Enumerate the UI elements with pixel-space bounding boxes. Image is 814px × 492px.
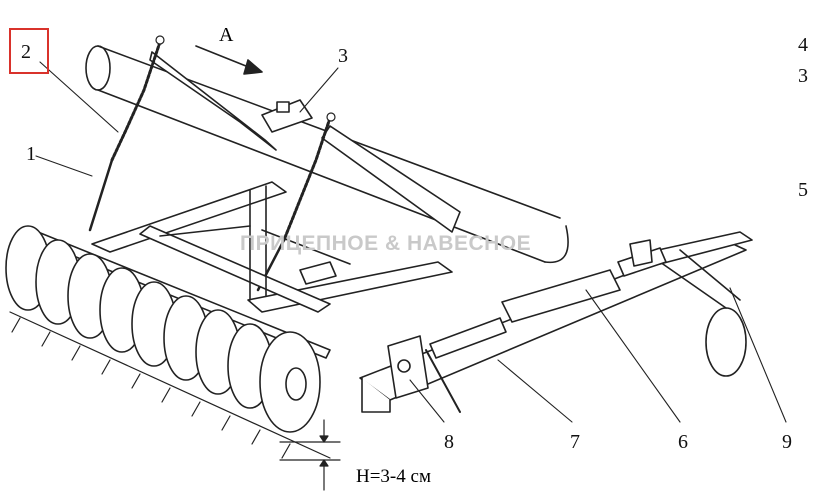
hitch-bracket [387, 335, 461, 413]
label-4-right: 4 [798, 34, 808, 56]
label-6: 6 [678, 431, 688, 453]
depth-label: H=3-4 см [356, 466, 431, 487]
chain-left [88, 35, 165, 232]
depth-dimension [279, 419, 341, 491]
direction-label-a: A [219, 24, 234, 46]
direction-arrow [195, 45, 263, 75]
label-3-right: 3 [798, 65, 808, 87]
hydraulic-cylinder [429, 239, 667, 359]
frame [91, 181, 453, 313]
label-8: 8 [444, 431, 454, 453]
watermark: ПРИЦЕПНОЕ & НАВЕСНОЕ [240, 232, 532, 255]
label-7: 7 [570, 431, 580, 453]
leader-lines [35, 61, 787, 423]
discs [5, 225, 321, 433]
label-2: 2 [21, 41, 31, 63]
label-9: 9 [782, 431, 792, 453]
label-5-right: 5 [798, 179, 808, 201]
drawbar [359, 231, 753, 413]
label-1: 1 [26, 143, 36, 165]
label-3: 3 [338, 45, 348, 67]
ground-hatching [9, 311, 331, 459]
support-struts [149, 51, 461, 233]
label-2-highlight-box: 2 [9, 28, 49, 74]
